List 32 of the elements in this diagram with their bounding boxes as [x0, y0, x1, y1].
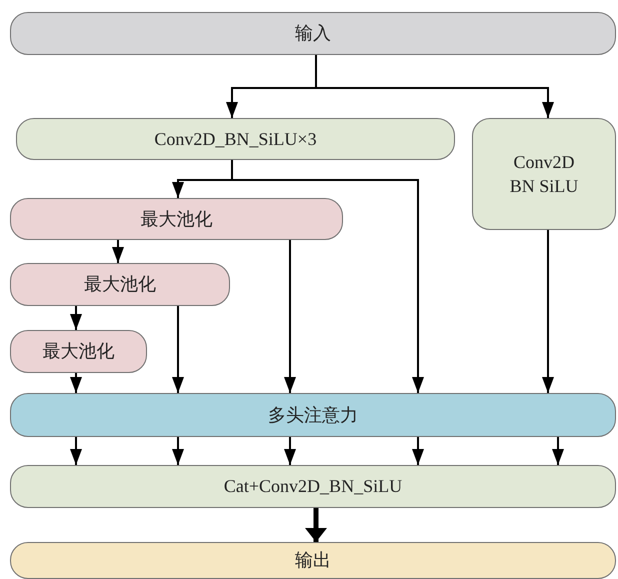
box-label: 多头注意力: [268, 404, 358, 427]
arrow: [231, 160, 424, 393]
arrow: [284, 437, 296, 465]
process-box: [472, 118, 616, 230]
process-box: [16, 118, 455, 160]
process-box: [10, 263, 230, 306]
arrow: [305, 508, 327, 542]
arrow: [315, 55, 554, 118]
arrow: [412, 437, 424, 465]
process-box: [10, 198, 343, 240]
box-label: Cat+Conv2D_BN_SiLU: [224, 475, 402, 498]
box-label: 输入: [295, 22, 331, 46]
arrow: [172, 306, 184, 393]
arrow: [70, 437, 82, 465]
box-label: 最大池化: [42, 340, 114, 364]
process-box: [10, 542, 616, 579]
arrow: [172, 437, 184, 465]
process-box: [10, 330, 147, 373]
box-label: Conv2D_BN_SiLU×3: [154, 128, 317, 151]
arrow: [112, 240, 124, 263]
arrow: [70, 306, 82, 330]
box-label: Conv2D BN SiLU: [509, 150, 579, 198]
box-label: 输出: [295, 549, 331, 572]
arrow: [284, 240, 296, 393]
arrow: [542, 230, 554, 393]
process-box: [10, 465, 616, 508]
box-label: 最大池化: [84, 273, 156, 296]
process-box: [10, 12, 616, 55]
process-box: [10, 393, 616, 437]
box-label: 最大池化: [140, 208, 212, 231]
arrow: [552, 437, 564, 465]
arrow: [70, 373, 82, 393]
